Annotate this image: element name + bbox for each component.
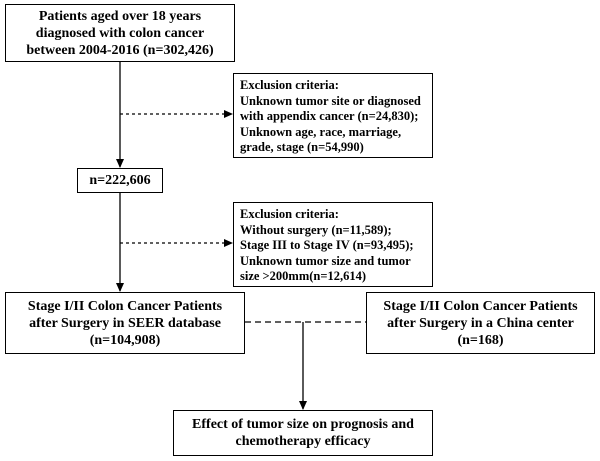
outcome-line-2: chemotherapy efficacy: [235, 434, 371, 449]
seer-line-1: Stage I/II Colon Cancer Patients: [27, 298, 223, 314]
exclusion-criteria-box-2: Exclusion criteria: Without surgery (n=1…: [233, 202, 433, 287]
start-box: Patients aged over 18 years diagnosed wi…: [5, 4, 235, 62]
outcome-line-1: Effect of tumor size on prognosis and: [192, 417, 414, 432]
outcome-box: Effect of tumor size on prognosis and ch…: [173, 410, 433, 456]
exclusion2-line-3: Stage III to Stage IV (n=93,495);: [240, 238, 414, 252]
exclusion-criteria-box-1: Exclusion criteria: Unknown tumor site o…: [233, 73, 433, 158]
seer-cohort-box: Stage I/II Colon Cancer Patients after S…: [5, 292, 245, 354]
exclusion1-line-2: Unknown tumor site or diagnosed: [240, 93, 421, 108]
seer-line-3: (n=104,908): [89, 332, 161, 348]
exclusion2-line-5: size >200mm(n=12,614): [240, 269, 367, 283]
china-line-2: after Surgery in a China center: [387, 315, 574, 331]
exclusion1-line-3: with appendix cancer (n=24,830);: [240, 109, 419, 123]
start-line-3: between 2004-2016 (n=302,426): [26, 42, 214, 58]
seer-line-2: after Surgery in SEER database: [29, 315, 221, 331]
exclusion1-line-4: Unknown age, race, marriage,: [240, 124, 402, 139]
china-line-1: Stage I/II Colon Cancer Patients: [383, 298, 578, 314]
exclusion2-line-1: Exclusion criteria:: [240, 207, 339, 221]
exclusion2-line-2: Without surgery (n=11,589);: [240, 222, 392, 237]
exclusion2-line-4: Unknown tumor size and tumor: [240, 253, 411, 268]
china-cohort-box: Stage I/II Colon Cancer Patients after S…: [366, 292, 595, 354]
start-line-2: diagnosed with colon cancer: [35, 25, 205, 41]
n222606-box: n=222,606: [77, 168, 163, 193]
start-line-1: Patients aged over 18 years: [38, 8, 202, 24]
exclusion1-line-1: Exclusion criteria:: [240, 78, 339, 92]
china-line-3: (n=168): [457, 332, 504, 348]
exclusion1-line-5: grade, stage (n=54,990): [240, 140, 364, 154]
middle-line-1: n=222,606: [89, 173, 151, 188]
